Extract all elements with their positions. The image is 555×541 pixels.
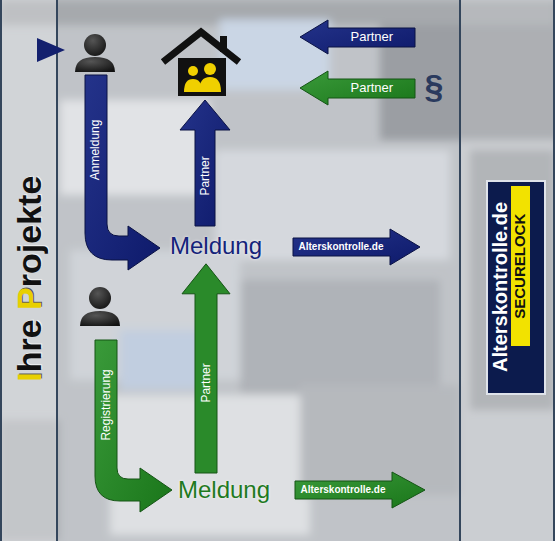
logo-box: Alterskontrolle.deSECURELOCK	[486, 180, 546, 395]
vertical-title: Ihre Projekte	[11, 175, 48, 381]
arrow-label: Anmeldung	[89, 120, 103, 181]
frame-line	[0, 0, 2, 541]
node-text: Meldung	[178, 476, 270, 505]
arrow-label: Partner	[199, 364, 213, 403]
node-text: Meldung	[170, 232, 262, 261]
person-icon	[80, 287, 120, 326]
frame-line	[56, 0, 58, 541]
right-strip	[460, 0, 555, 541]
middle-panel	[57, 0, 460, 541]
logo-subtext: SECURELOCK	[512, 213, 529, 318]
registration-arrow	[95, 340, 172, 512]
partner-arrow	[300, 71, 415, 105]
house-icon	[163, 32, 239, 96]
login-arrow	[85, 75, 160, 270]
arrow-label: Partner	[198, 156, 212, 195]
left-strip	[0, 0, 57, 541]
person-icon	[75, 34, 115, 72]
report-node: Meldung	[166, 232, 266, 261]
arrow-label: Registrierung	[99, 369, 113, 440]
partner-arrow	[300, 20, 415, 54]
arrow-label: Partner	[351, 81, 394, 96]
play-triangle	[37, 38, 65, 62]
frame-line	[459, 0, 461, 541]
arrow-label: Alterskontrolle.de	[299, 241, 384, 253]
paragraph-symbol: §	[425, 67, 444, 106]
report-arrow	[293, 229, 420, 265]
arrow-label: Alterskontrolle.de	[301, 484, 386, 496]
arrow-label: Partner	[351, 30, 394, 45]
partner-arrow	[180, 100, 230, 226]
frame-line	[553, 0, 555, 541]
partner-arrow	[182, 264, 230, 473]
report-arrow	[295, 472, 425, 508]
logo-text: Alterskontrolle.de	[489, 202, 511, 372]
report-node: Meldung	[174, 476, 274, 505]
